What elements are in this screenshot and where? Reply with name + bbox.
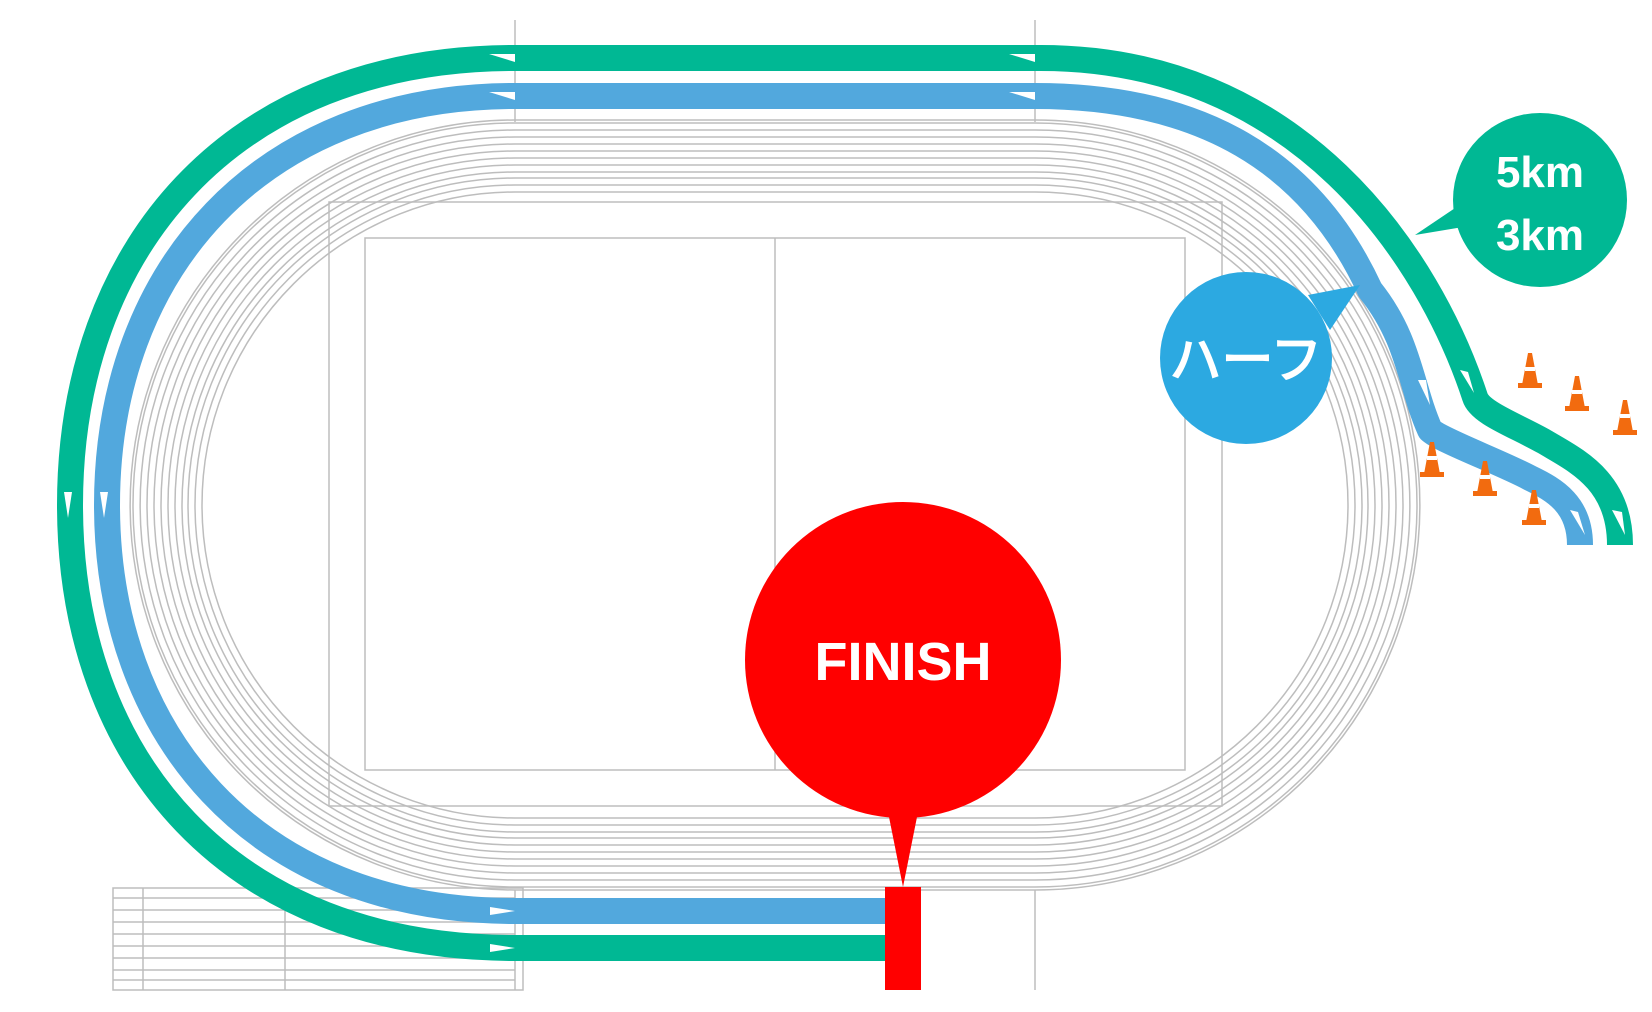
track-lane	[132, 122, 1418, 888]
cones	[1420, 353, 1637, 525]
direction-arrow-icon	[1418, 380, 1430, 405]
half-circle	[1160, 272, 1332, 444]
direction-arrow-icon	[1612, 510, 1625, 535]
cone-icon	[1613, 400, 1637, 435]
direction-arrows	[64, 54, 1625, 952]
half-label: ハーフ	[1170, 332, 1323, 390]
direction-arrow-icon	[490, 944, 515, 952]
cone-icon	[1518, 353, 1542, 388]
finish-marker: FINISH	[745, 502, 1061, 990]
infield-outer	[328, 201, 1223, 807]
distance-circle	[1453, 113, 1627, 287]
label-3km: 3km	[1496, 211, 1584, 260]
distance-badge: 5km 3km	[1415, 113, 1627, 287]
finish-label: FINISH	[814, 632, 991, 692]
direction-arrow-icon	[100, 492, 108, 518]
cone-icon	[1420, 442, 1444, 477]
label-5km: 5km	[1496, 148, 1584, 197]
direction-arrow-icon	[1009, 54, 1035, 62]
cone-icon	[1473, 461, 1497, 496]
finish-badge	[745, 502, 1061, 818]
direction-arrow-icon	[490, 907, 515, 915]
direction-arrow-icon	[489, 54, 515, 62]
finish-pointer	[888, 812, 918, 887]
track-lane	[146, 136, 1404, 874]
route-5km-3km	[57, 44, 1633, 961]
half-badge: ハーフ	[1160, 272, 1360, 444]
direction-arrow-icon	[1009, 92, 1035, 100]
route-half	[94, 83, 1593, 924]
direction-arrow-icon	[1460, 370, 1474, 393]
track-lane	[139, 129, 1411, 881]
finish-line	[885, 887, 921, 990]
direction-arrow-icon	[1570, 510, 1585, 535]
direction-arrow-icon	[489, 92, 515, 100]
cone-icon	[1522, 490, 1546, 525]
direction-arrow-icon	[64, 492, 72, 518]
cone-icon	[1565, 376, 1589, 411]
half-pointer	[1308, 285, 1360, 330]
infield	[328, 201, 1223, 807]
